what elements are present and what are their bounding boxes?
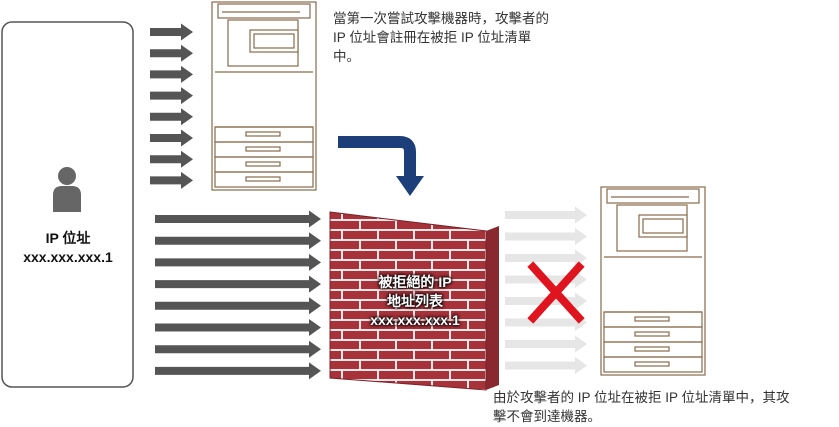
arrow-icon	[150, 65, 193, 83]
faded-arrow-icon	[505, 335, 587, 353]
arrow-icon	[155, 232, 321, 250]
faded-arrow-icon	[505, 357, 587, 374]
arrow-icon	[150, 129, 193, 147]
bottom-caption: 由於攻擊者的 IP 位址在被拒 IP 位址清單中，其攻 擊不會到達機器。	[493, 388, 839, 426]
arrow-icon	[150, 108, 193, 126]
top-caption-line2: IP 位址會註冊在被拒 IP 位址清單	[333, 30, 532, 45]
bottom-caption-line2: 擊不會到達機器。	[493, 409, 601, 424]
attacker-label-title: IP 位址	[45, 230, 91, 246]
arrow-icon	[155, 340, 321, 358]
arrow-icon	[150, 87, 193, 105]
firewall-label-line2: 地址列表	[387, 293, 443, 309]
red-x-icon	[527, 261, 585, 324]
arrow-icon	[150, 150, 193, 168]
person-icon	[53, 167, 81, 212]
arrow-icon	[150, 44, 193, 62]
arrow-icon	[150, 23, 193, 41]
arrow-icon	[150, 171, 193, 189]
top-caption-line1: 當第一次嘗試攻擊機器時，攻擊者的	[333, 11, 549, 26]
arrow-icon	[155, 297, 321, 315]
attacker-label: IP 位址 xxx.xxx.xxx.1	[2, 229, 134, 267]
arrow-icon	[155, 210, 321, 228]
curved-arrow-down-icon	[338, 136, 424, 196]
firewall-blocked-ip: xxx.xxx.xxx.1	[370, 312, 460, 328]
faded-arrow-icon	[505, 249, 587, 267]
faded-arrow-icon	[505, 228, 587, 245]
firewall-label-line1: 被拒絕的 IP	[378, 274, 452, 290]
attacker-ip-address: xxx.xxx.xxx.1	[23, 249, 113, 265]
faded-arrow-icon	[505, 206, 587, 224]
top-arrow-group	[150, 23, 193, 189]
arrow-icon	[155, 253, 321, 271]
arrow-icon	[155, 319, 321, 336]
top-caption-line3: 中。	[333, 49, 360, 64]
firewall-label: 被拒絕的 IP 地址列表 xxx.xxx.xxx.1	[330, 273, 500, 330]
top-caption: 當第一次嘗試攻擊機器時，攻擊者的 IP 位址會註冊在被拒 IP 位址清單 中。	[333, 9, 593, 66]
firewall-icon	[329, 211, 499, 391]
bottom-caption-line1: 由於攻擊者的 IP 位址在被拒 IP 位址清單中，其攻	[493, 390, 790, 405]
multifunction-printer-icon	[600, 186, 706, 376]
multifunction-printer-icon	[211, 1, 317, 191]
lower-arrow-group	[155, 210, 321, 380]
blocked-arrow-group	[505, 206, 587, 374]
arrow-icon	[155, 362, 321, 380]
arrow-icon	[155, 275, 321, 293]
faded-arrow-icon	[505, 314, 587, 331]
